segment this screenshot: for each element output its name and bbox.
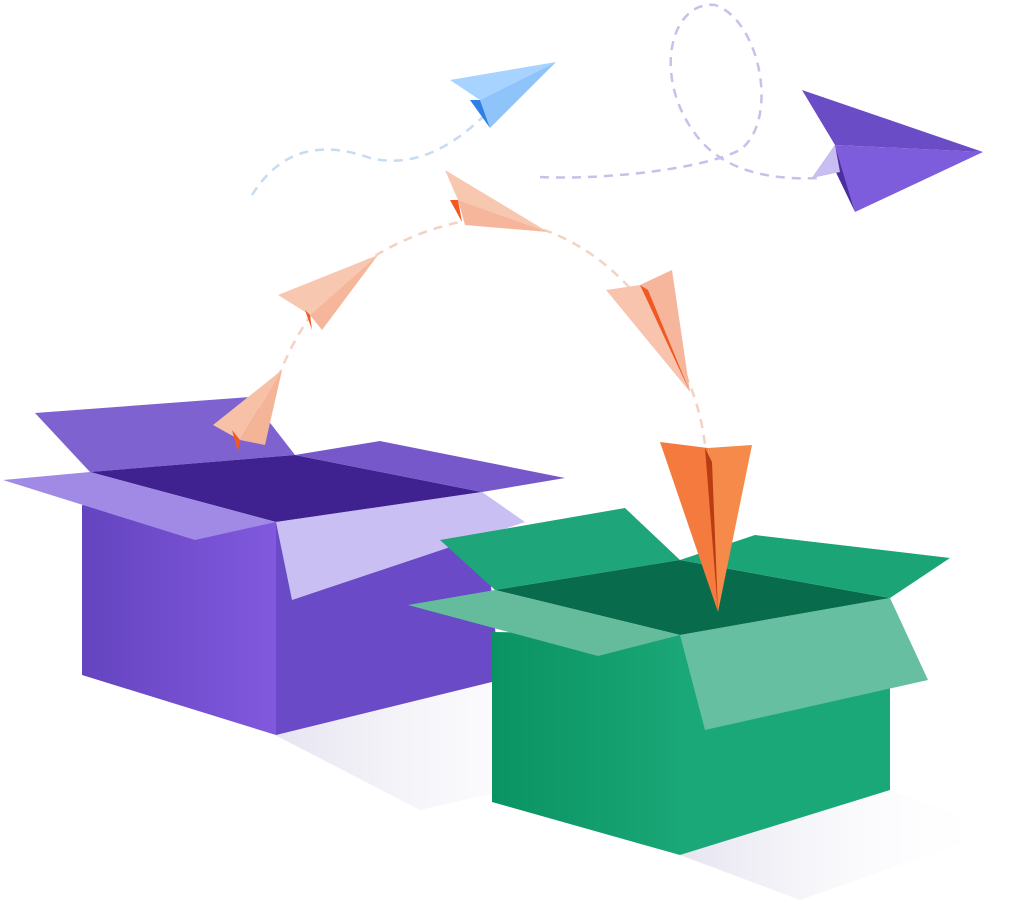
orange-paper-plane-icon [660,442,752,612]
green-box-shadow [680,790,1000,900]
blue-paper-plane-icon [450,62,556,128]
purple-plane-path [539,3,821,180]
orange-plane-path [260,218,707,446]
light-orange-paper-plane-icon [278,255,378,330]
light-orange-paper-plane-icon [213,370,282,452]
blue-plane-path [250,109,491,196]
light-orange-paper-plane-icon [445,170,548,232]
green-box [408,508,950,855]
purple-paper-plane-icon [802,90,983,212]
light-orange-paper-plane-icon [606,270,690,392]
